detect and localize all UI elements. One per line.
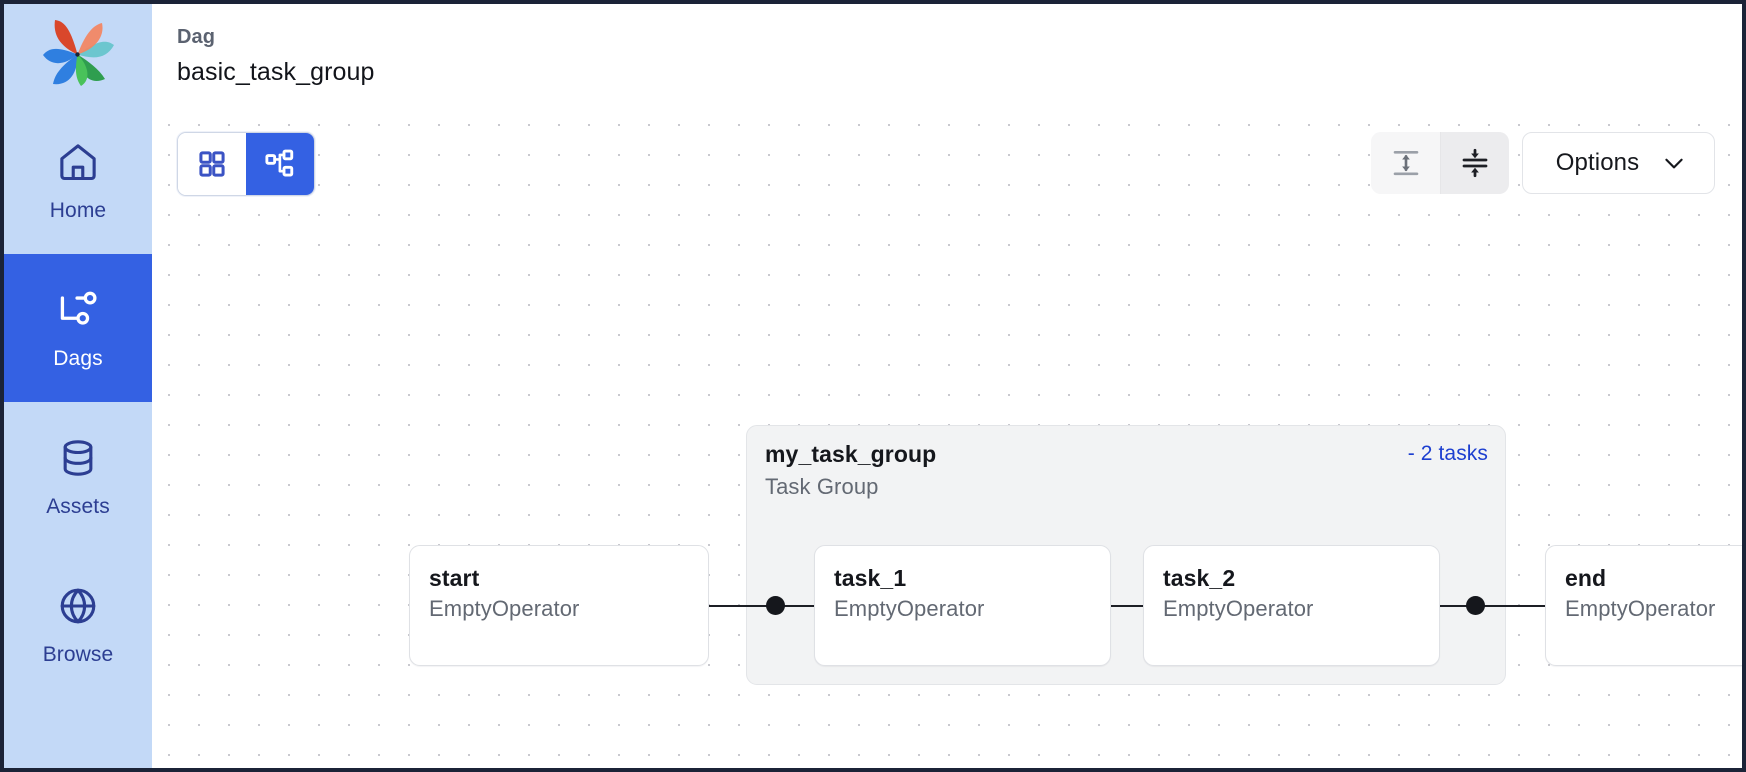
task-group-subtitle: Task Group xyxy=(765,474,879,499)
sidebar-item-assets-label: Assets xyxy=(46,494,110,518)
task-node-name: task_1 xyxy=(834,565,907,591)
airflow-logo[interactable] xyxy=(4,4,152,106)
task-node-start[interactable]: start EmptyOperator xyxy=(409,545,709,666)
edge-dot-start xyxy=(766,596,785,615)
graph-view-button[interactable] xyxy=(246,133,314,195)
breadcrumb-dag: Dag xyxy=(177,26,216,48)
page-title: basic_task_group xyxy=(177,58,375,86)
edge-task_1-to-task_2 xyxy=(1111,605,1143,607)
dags-icon xyxy=(60,291,97,325)
expand-all-button[interactable] xyxy=(1371,132,1440,194)
task-node-name: start xyxy=(429,565,480,591)
grid-view-button[interactable] xyxy=(178,133,246,195)
graph-toolbar: Options xyxy=(1371,132,1715,194)
task-group-title: my_task_group xyxy=(765,441,937,467)
task-node-name: task_2 xyxy=(1163,565,1236,591)
expand-vertical-icon xyxy=(1393,150,1418,176)
task-node-operator: EmptyOperator xyxy=(1163,596,1314,621)
grid-icon xyxy=(199,151,225,177)
page-header: Dag basic_task_group xyxy=(152,4,1742,120)
dag-graph: my_task_group Task Group - 2 tasks start… xyxy=(152,4,1742,768)
edge-dot-end xyxy=(1466,596,1485,615)
sidebar: Home Dags Assets xyxy=(4,4,152,768)
task-node-name: end xyxy=(1565,565,1607,591)
task-node-end[interactable]: end EmptyOperator xyxy=(1545,545,1742,666)
options-button[interactable]: Options xyxy=(1522,132,1715,194)
collapse-all-button[interactable] xyxy=(1440,132,1509,194)
task-node-task_1[interactable]: task_1 EmptyOperator xyxy=(814,545,1111,666)
collapse-vertical-icon xyxy=(1462,148,1488,178)
edge-start-to-task_1 xyxy=(709,605,814,607)
sidebar-item-browse[interactable]: Browse xyxy=(4,550,152,698)
edge-task_2-to-end xyxy=(1440,605,1545,607)
sidebar-item-home[interactable]: Home xyxy=(4,106,152,254)
chevron-down-icon xyxy=(1665,158,1683,169)
sidebar-item-dags[interactable]: Dags xyxy=(4,254,152,402)
task-node-operator: EmptyOperator xyxy=(834,596,985,621)
main-content: Dag basic_task_group xyxy=(152,4,1742,768)
layout-direction-group xyxy=(1371,132,1509,194)
sidebar-item-home-label: Home xyxy=(49,198,107,222)
sidebar-item-dags-label: Dags xyxy=(53,346,103,370)
options-label: Options xyxy=(1555,149,1640,176)
sidebar-item-assets[interactable]: Assets xyxy=(4,402,152,550)
task-group-toggle[interactable]: - 2 tasks xyxy=(1407,442,1488,465)
task-node-operator: EmptyOperator xyxy=(1565,596,1716,621)
task-node-task_2[interactable]: task_2 EmptyOperator xyxy=(1143,545,1440,666)
view-toggle-group xyxy=(177,132,315,196)
airflow-pinwheel-logo xyxy=(43,20,114,86)
globe-icon xyxy=(60,588,96,623)
task-node-operator: EmptyOperator xyxy=(429,596,580,621)
sidebar-item-browse-label: Browse xyxy=(42,642,114,666)
home-icon xyxy=(60,143,96,180)
graph-icon xyxy=(265,149,294,177)
database-icon xyxy=(63,439,93,476)
